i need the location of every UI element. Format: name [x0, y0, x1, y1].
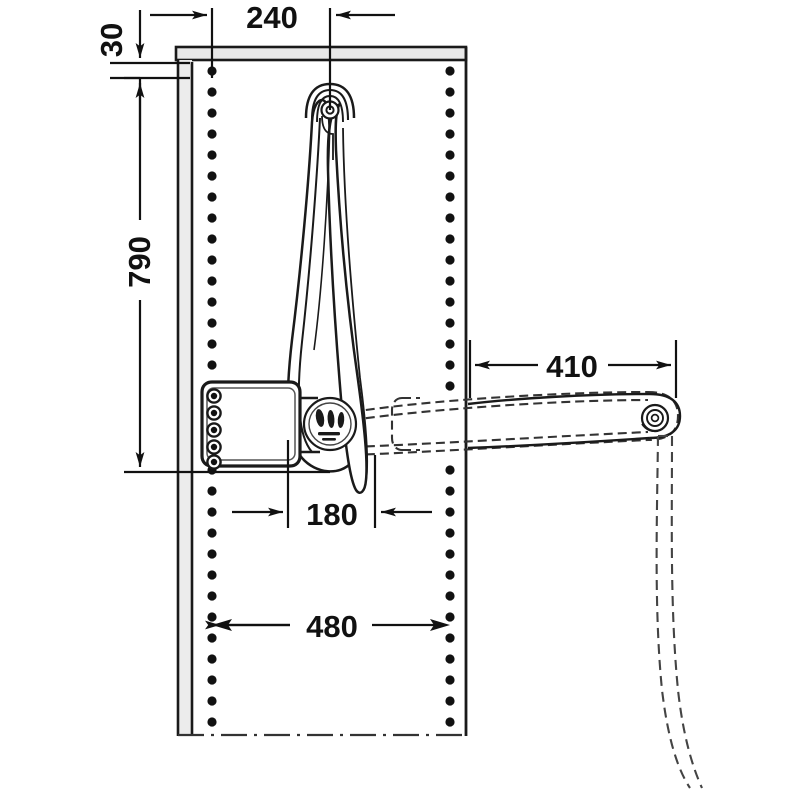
dimension-240	[150, 8, 395, 110]
hanging-rail-dashed	[655, 434, 703, 789]
dim-480-label: 480	[306, 609, 358, 644]
dim-480-head-right	[430, 619, 450, 631]
dim-480-head-left	[212, 619, 232, 631]
shelf-hole-column-left	[207, 66, 217, 727]
bracket-mounting-holes	[206, 388, 222, 470]
arm-end-pivot	[640, 403, 670, 433]
gas-strut-lift-body	[286, 98, 369, 494]
dim-410-label: 410	[546, 349, 598, 384]
dim-240-label: 240	[246, 0, 298, 35]
dimension-180	[232, 440, 432, 528]
dimension-790	[124, 76, 330, 474]
wall-mounting-bracket	[200, 380, 320, 470]
bracket-outer-plate	[200, 380, 302, 468]
dimension-410	[468, 340, 678, 398]
panel-top-band	[174, 45, 468, 62]
dimension-480	[205, 619, 450, 631]
dim-30-label: 30	[94, 23, 129, 57]
manufacturer-emblem	[302, 396, 358, 452]
dim-180-label: 180	[306, 497, 358, 532]
cabinet-side-panel	[174, 45, 468, 737]
panel-front-edge-band	[178, 60, 192, 735]
dim-790-label: 790	[122, 236, 157, 288]
shelf-hole-column-right	[445, 66, 455, 727]
